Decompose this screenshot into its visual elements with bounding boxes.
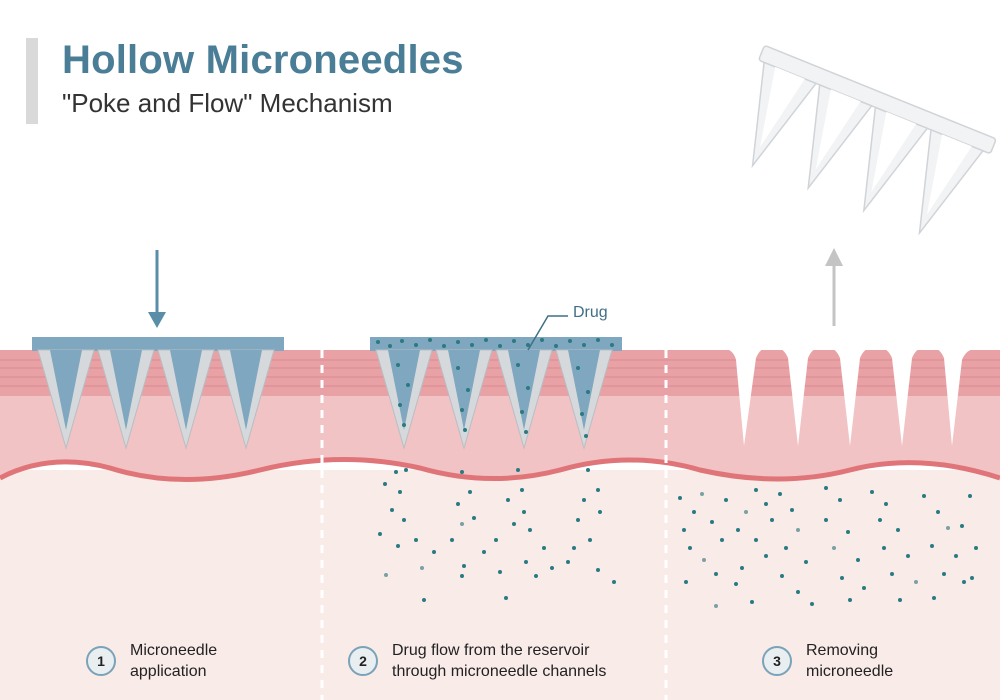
step-caption-line: Microneedle	[130, 642, 218, 659]
drug-label: Drug	[573, 304, 608, 321]
step-number-badge: 3	[762, 646, 792, 676]
removed-microneedle-patch	[751, 45, 997, 236]
arrow-up-icon	[825, 248, 843, 326]
reservoir-drug-particles	[376, 338, 614, 438]
dermis-boundary	[0, 456, 1000, 483]
step-2: 2 Drug flow from the reservoir through m…	[348, 640, 606, 682]
step-1: 1 Microneedle application	[86, 640, 217, 682]
arrow-down-icon	[148, 250, 166, 328]
page-title: Hollow Microneedles	[62, 38, 464, 82]
step-caption-line: microneedle	[806, 663, 894, 680]
step-caption: Drug flow from the reservoir through mic…	[392, 640, 606, 682]
title-accent-bar	[26, 38, 38, 124]
page-subtitle: "Poke and Flow" Mechanism	[62, 88, 393, 118]
step-number-badge: 1	[86, 646, 116, 676]
injected-drug-particles	[378, 468, 616, 602]
step-caption-line: Drug flow from the reservoir	[392, 642, 590, 659]
step-caption-line: application	[130, 663, 207, 680]
step-caption-line: through microneedle channels	[392, 663, 607, 680]
deep-tissue-layer	[0, 470, 1000, 700]
skin-holes	[712, 348, 988, 446]
step-number-badge: 2	[348, 646, 378, 676]
step-caption-line: Removing	[806, 642, 879, 659]
drug-label-leader	[527, 315, 568, 351]
step-3: 3 Removing microneedle	[762, 640, 893, 682]
microneedle-patch-1	[32, 337, 284, 450]
step-caption: Removing microneedle	[806, 640, 893, 682]
step-caption: Microneedle application	[130, 640, 217, 682]
residual-drug-particles	[678, 486, 978, 608]
microneedle-patch-2	[370, 337, 622, 450]
